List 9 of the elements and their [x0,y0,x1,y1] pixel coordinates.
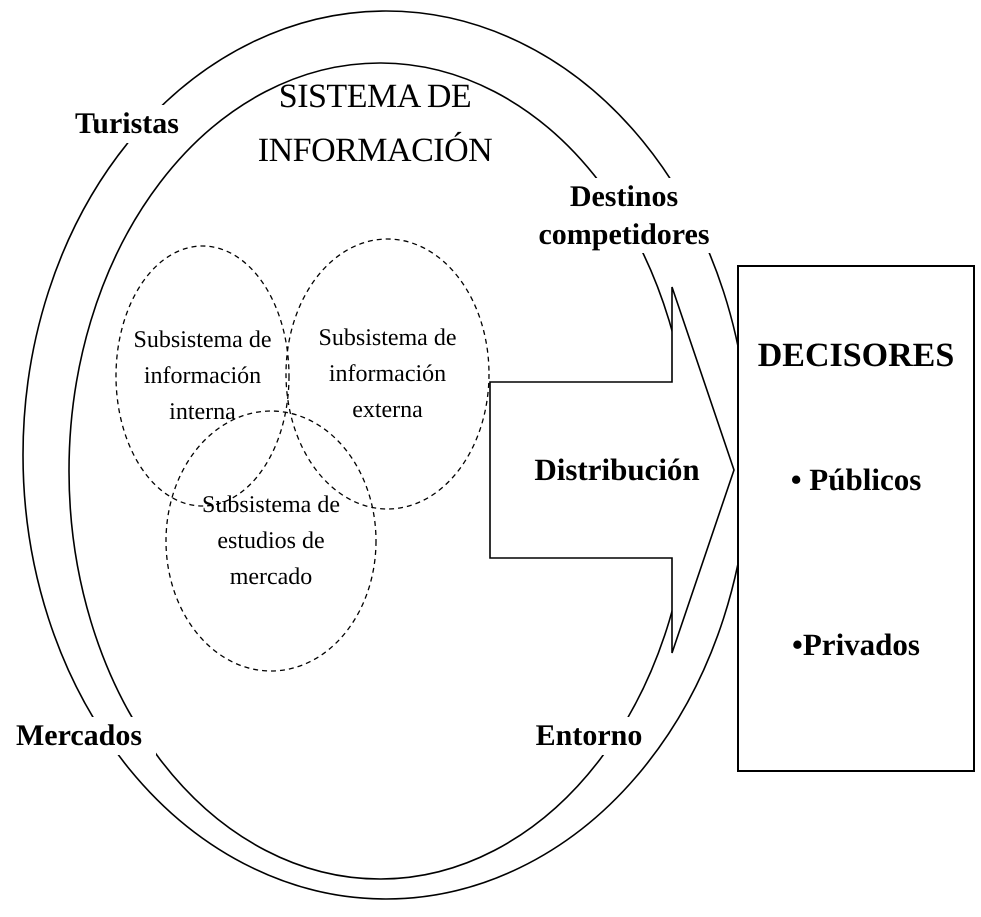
subsystem-label: Subsistema de información interna [133,326,272,427]
box-heading: DECISORES [756,337,956,375]
list-item: • Públicos [790,462,922,498]
decision-box [737,265,975,772]
list-item: •Privados [791,627,921,663]
subsystem-label: Subsistema de información externa [318,324,458,425]
system-title: SISTEMA DE INFORMACIÓN [256,77,494,172]
subsystem-label: Subsistema de estudios de mercado [201,491,341,592]
block-arrow [489,286,735,654]
